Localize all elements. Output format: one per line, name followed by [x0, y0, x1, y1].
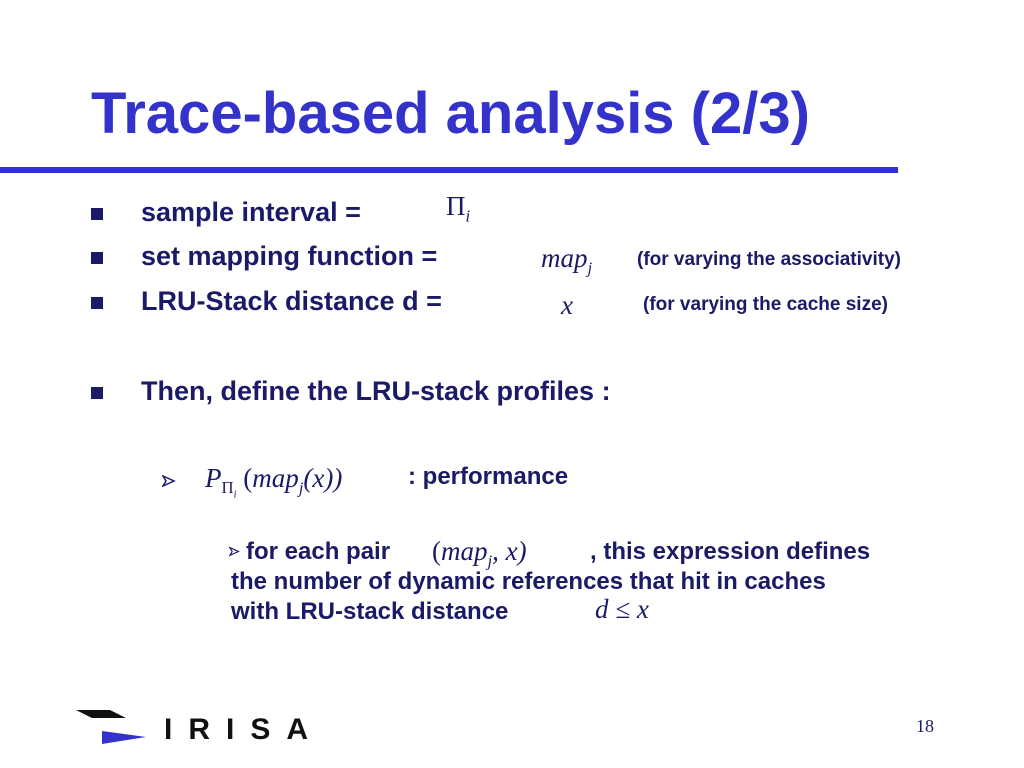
for-each-pair-label: for each pair: [246, 538, 391, 565]
bullet-square-icon: [91, 208, 103, 220]
irisa-logo: [76, 710, 146, 744]
arrow-bullet-icon: [229, 546, 240, 557]
performance-label: : performance: [408, 463, 569, 490]
arrow-bullet-icon: [162, 474, 176, 488]
math-pair: (mapj, x): [432, 536, 527, 571]
note-cache-size: (for varying the cache size): [643, 294, 888, 315]
bullet-square-icon: [91, 387, 103, 399]
bullet-square-icon: [91, 297, 103, 309]
math-pi-i: Πi: [446, 191, 471, 226]
math-profile-expression: PΠi (mapj(x)): [205, 463, 343, 501]
dynamic-references-text: the number of dynamic references that hi…: [231, 568, 826, 595]
bullet-sample-interval: sample interval =: [141, 197, 361, 227]
bullet-define-profiles: Then, define the LRU-stack profiles :: [141, 376, 611, 406]
slide-title: Trace-based analysis (2/3): [91, 81, 810, 146]
bullet-square-icon: [91, 252, 103, 264]
expression-defines-text: , this expression defines: [590, 538, 871, 565]
page-number: 18: [916, 716, 934, 736]
bullet-lru-distance: LRU-Stack distance d =: [141, 286, 442, 316]
irisa-logo-text: IRISA: [164, 713, 325, 746]
math-d-le-x: d ≤ x: [595, 594, 649, 624]
title-divider: [0, 167, 898, 173]
lru-stack-distance-text: with LRU-stack distance: [231, 598, 509, 625]
bullet-set-mapping: set mapping function =: [141, 241, 438, 271]
math-x: x: [561, 290, 573, 320]
math-map-j: mapj: [541, 243, 593, 278]
note-associativity: (for varying the associativity): [637, 249, 901, 270]
